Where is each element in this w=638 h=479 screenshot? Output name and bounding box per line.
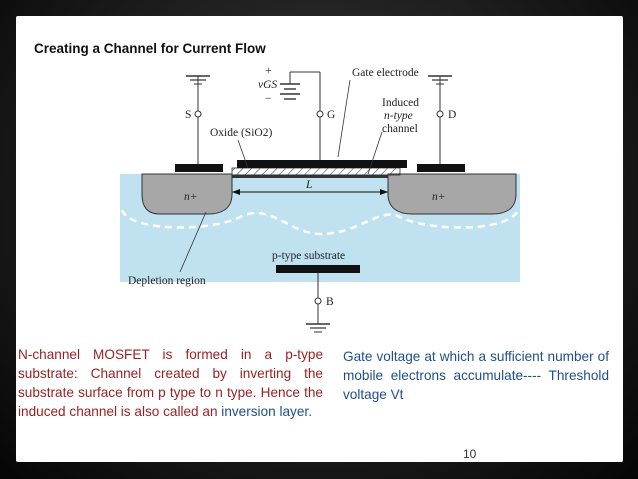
mosfet-svg: S G D B + vGS − Gate electrode Oxide (Si… xyxy=(120,65,520,333)
label-depletion: Depletion region xyxy=(128,275,206,287)
depletion-boundary xyxy=(120,209,520,236)
gate-electrode xyxy=(237,160,407,168)
depletion-leader xyxy=(179,211,207,273)
label-n-plus-right: n+ xyxy=(432,191,446,203)
description-text: N-channel MOSFET is formed in a p-type s… xyxy=(18,345,323,421)
label-gate-electrode: Gate electrode xyxy=(352,67,419,79)
label-induced-2: n-type xyxy=(384,110,413,122)
label-vgs: vGS xyxy=(258,79,277,91)
oxide-layer xyxy=(231,167,401,176)
label-induced-1: Induced xyxy=(382,97,419,109)
source-terminal xyxy=(194,110,202,118)
label-length: L xyxy=(305,179,312,191)
label-s: S xyxy=(185,109,191,121)
page-number: 10 xyxy=(463,447,477,461)
label-induced-3: channel xyxy=(382,123,418,135)
body-contact xyxy=(276,265,360,273)
label-n-plus-left: n+ xyxy=(184,191,198,203)
body-terminal xyxy=(314,297,322,305)
threshold-note: Gate voltage at which a sufficient numbe… xyxy=(343,349,609,402)
channel-leader xyxy=(367,131,383,175)
label-oxide: Oxide (SiO2) xyxy=(210,127,272,139)
label-g: G xyxy=(327,109,335,121)
drain-terminal xyxy=(436,110,444,118)
drain-n-region xyxy=(387,173,517,215)
length-arrowhead-left xyxy=(232,189,240,195)
label-d: D xyxy=(448,109,456,121)
gate-leader xyxy=(337,79,351,158)
description-inversion-layer: inversion layer. xyxy=(221,404,312,419)
label-substrate: p-type substrate xyxy=(272,250,345,262)
mosfet-diagram: S G D B + vGS − Gate electrode Oxide (Si… xyxy=(120,62,520,336)
label-vgs-minus: − xyxy=(265,93,272,105)
label-vgs-plus: + xyxy=(265,65,272,77)
drain-contact xyxy=(417,164,465,172)
slide-title: Creating a Channel for Current Flow xyxy=(34,41,266,56)
length-arrowhead-right xyxy=(380,189,388,195)
label-b: B xyxy=(326,296,334,308)
gate-terminal xyxy=(316,110,324,118)
source-contact xyxy=(175,164,223,172)
description-main: N-channel MOSFET is formed in a p-type s… xyxy=(18,347,323,419)
source-n-region xyxy=(141,173,233,215)
oxide-leader xyxy=(237,139,249,169)
induced-channel xyxy=(232,175,388,178)
